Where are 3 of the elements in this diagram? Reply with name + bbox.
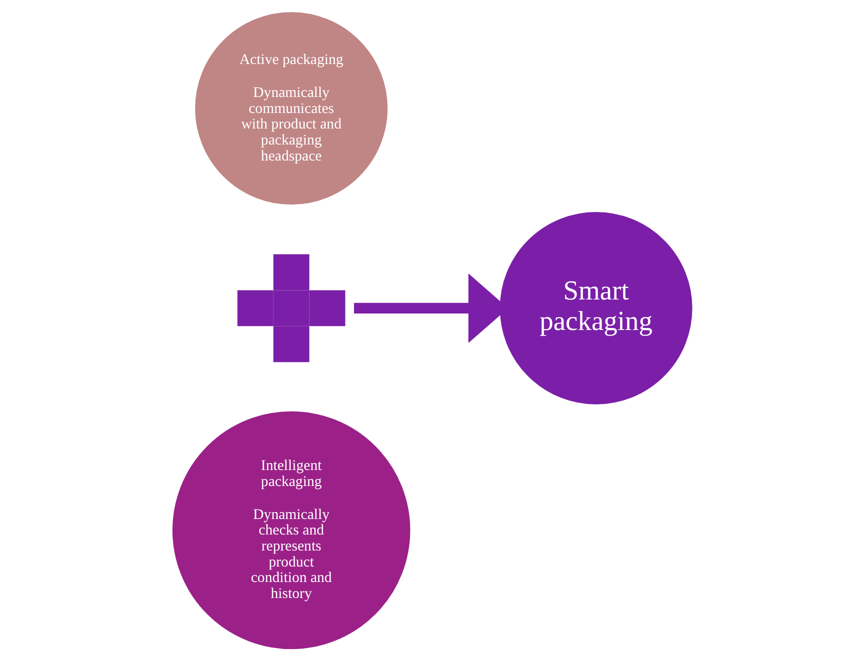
node-circle: Active packaging Dynamically communicates with product and packaging headspace	[194, 12, 388, 205]
node-circle: Smart packaging	[499, 212, 692, 404]
node-circle: Intelligent packaging Dynamically checks and represents product condition and history	[172, 411, 410, 650]
